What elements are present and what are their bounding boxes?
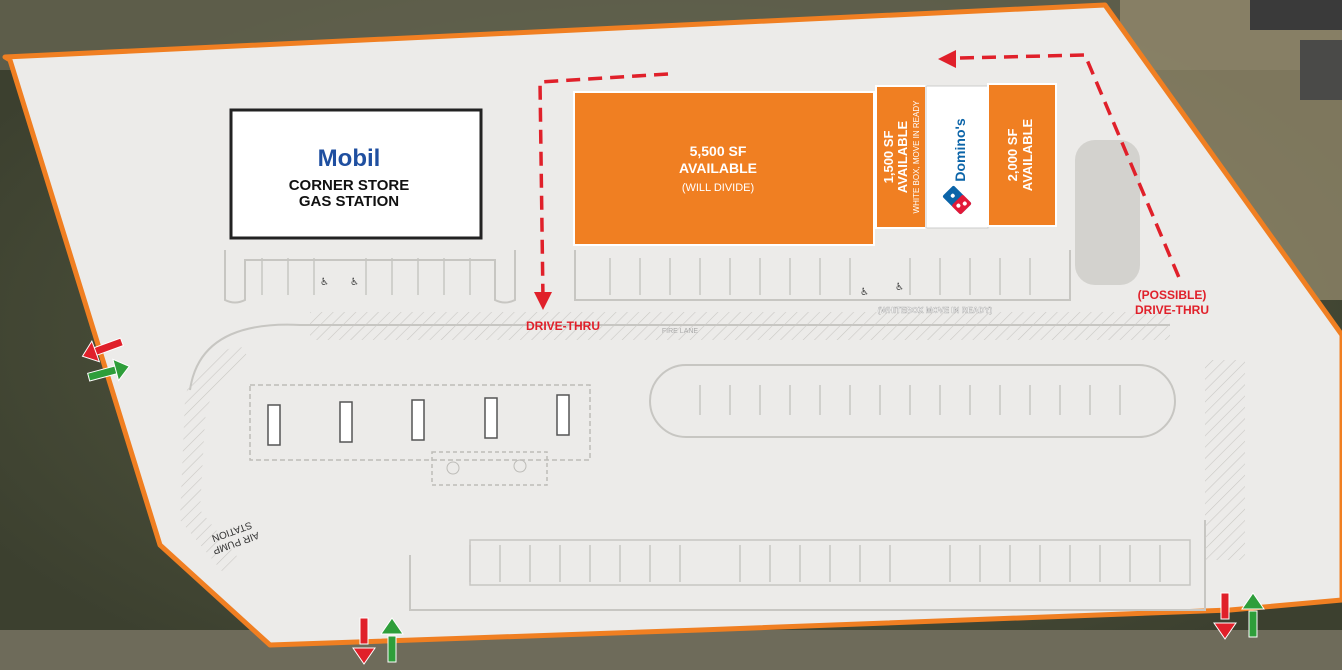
fire-lane-hatch (180, 345, 250, 575)
mobil-logo: Mobil (318, 145, 381, 172)
drive-thru-route-arrow-icon (534, 292, 552, 310)
fire-lane-hatch (310, 312, 1170, 340)
unit-5500-size: 5,500 SF (690, 143, 747, 159)
svg-text:♿: ♿ (350, 277, 359, 288)
dominos-logo-icon (942, 185, 972, 215)
tank-pad (431, 451, 548, 486)
unit-5500-status: AVAILABLE (679, 160, 757, 176)
fire-lane-label: FIRE LANE (662, 328, 699, 335)
drive-thru-label: DRIVE-THRU (526, 319, 600, 333)
parking-stalls (699, 385, 1121, 415)
handicap-icon: ♿ ♿ ♿ ♿ (320, 277, 904, 298)
dominos-name: Domino's (952, 118, 968, 181)
unit-1500-note: WHITE BOX, MOVE IN READY (912, 100, 921, 214)
parking-island (189, 250, 1206, 611)
whitebox-label: (WHITEBOX MOVE IN READY) (878, 306, 993, 315)
fire-lane-hatch (1205, 360, 1245, 560)
entry-arrow-in-icon (87, 358, 131, 382)
entry-arrow-in-icon (1241, 592, 1265, 638)
svg-text:♿: ♿ (895, 282, 904, 293)
unit-1500-size: 1,500 SF (881, 131, 896, 184)
parking-stalls (469, 545, 1161, 582)
drive-thru-route (538, 72, 669, 301)
unit-5500-note: (WILL DIVIDE) (682, 182, 754, 194)
parking-stalls (261, 258, 1031, 295)
island-hatch (1075, 140, 1140, 285)
retail-unit-1500 (875, 85, 927, 229)
fuel-pump-icon (267, 394, 570, 446)
entry-arrow-in-icon (380, 617, 404, 663)
unit-2000-size: 2,000 SF (1005, 129, 1020, 182)
retail-unit-2000 (987, 83, 1057, 227)
svg-text:♿: ♿ (860, 287, 869, 298)
unit-2000-status: AVAILABLE (1020, 118, 1035, 191)
gas-station-line2: GAS STATION (299, 193, 399, 210)
unit-1500-status: AVAILABLE (895, 120, 910, 193)
possible-drive-thru-route (959, 53, 1182, 281)
possible-drive-thru-line2: DRIVE-THRU (1135, 303, 1209, 317)
fuel-canopy (249, 384, 591, 461)
retail-unit-5500 (573, 91, 875, 246)
exit-arrow-out-icon (81, 337, 124, 363)
drive-thru-route-arrow-icon (938, 50, 956, 68)
gas-station-line1: CORNER STORE (289, 177, 410, 194)
possible-drive-thru-line1: (POSSIBLE) (1138, 288, 1207, 302)
exit-arrow-out-icon (1213, 592, 1237, 640)
gas-station-building (229, 108, 483, 240)
svg-text:♿: ♿ (320, 277, 329, 288)
exit-arrow-out-icon (352, 617, 376, 665)
